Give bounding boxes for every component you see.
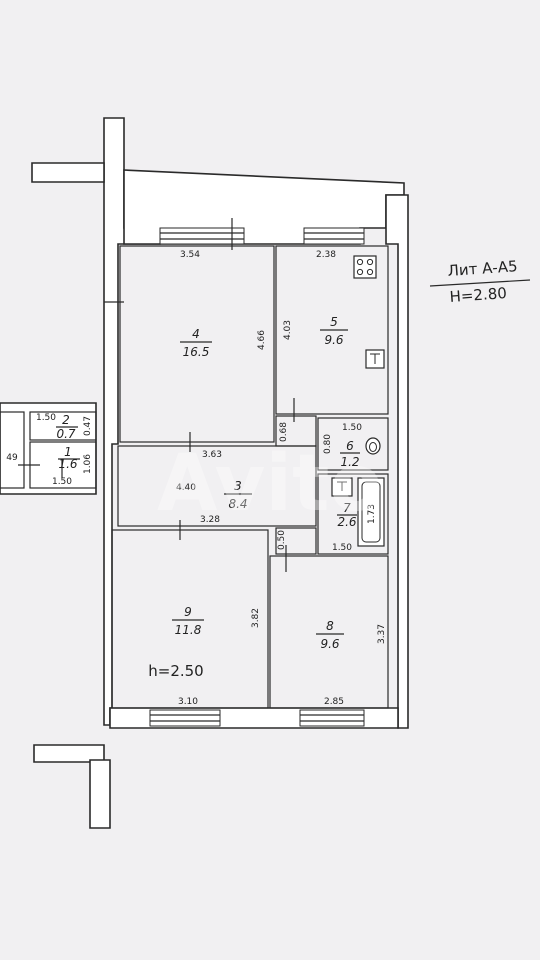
- dim-r7-width: 1.50: [332, 543, 352, 553]
- room-2-number: 2: [62, 413, 70, 427]
- room-1-area: 1.6: [58, 457, 77, 471]
- corridor-a: [275, 415, 317, 447]
- dim-r4-height: 4.66: [257, 330, 267, 350]
- dim-r3-bottom: 3.28: [200, 515, 220, 525]
- room-7-area: 2.6: [337, 515, 356, 529]
- dim-r6-width: 1.50: [342, 423, 362, 433]
- room-6-outline: [317, 417, 389, 471]
- left-lower-wall: [89, 759, 111, 829]
- left-top-stub: [31, 162, 105, 183]
- title-block: Лит А-А5 H=2.80: [429, 257, 531, 306]
- room-labels: 4 16.5 5 9.6 3 8.4 9 11.8 8 9.6 6 1.2 7 …: [56, 315, 360, 651]
- fixtures: [331, 255, 385, 547]
- right-wall: [385, 194, 409, 729]
- door-marks: [18, 218, 295, 572]
- dim-r3-top: 3.63: [202, 450, 222, 460]
- room-8-number: 8: [326, 619, 334, 633]
- dim-r8-bottom: 2.85: [324, 697, 344, 707]
- room-7-number: 7: [343, 501, 351, 515]
- dim-r2-height: 0.47: [83, 416, 93, 436]
- room-3-area: 8.4: [228, 497, 247, 511]
- toilet-icon: [365, 437, 381, 455]
- windows: [149, 227, 365, 727]
- watermark: Avito: [157, 439, 383, 529]
- dim-r5-height: 4.03: [283, 320, 293, 340]
- dim-r3-left: 4.40: [176, 483, 196, 493]
- dim-r5-width: 2.38: [316, 250, 336, 260]
- ceiling-height-note: h=2.50: [148, 662, 203, 680]
- room-9-number: 9: [184, 605, 192, 619]
- room-2-outline: [29, 411, 97, 441]
- dim-r7-height: 1.73: [367, 504, 377, 524]
- dimension-labels: 3.54 4.66 2.38 4.03 3.63 4.40 3.28 3.82 …: [6, 250, 387, 707]
- title-line-2: H=2.80: [449, 284, 507, 306]
- window-room-9: [149, 709, 221, 727]
- room-4-outline: [119, 245, 275, 443]
- room-3-number: 3: [234, 479, 242, 493]
- room-3-outline: [117, 445, 317, 527]
- window-room-8: [299, 709, 365, 727]
- room-6-area: 1.2: [340, 455, 359, 469]
- dim-r2-width: 1.50: [36, 413, 56, 423]
- room-1-number: 1: [64, 445, 72, 459]
- dim-left-fragment: 49: [6, 453, 18, 463]
- dim-r8-height: 3.37: [377, 624, 387, 644]
- left-room-fragment: [0, 411, 25, 489]
- dim-r6-height: 0.80: [323, 434, 333, 454]
- room-9-outline: [111, 529, 269, 709]
- dim-r1-height: 1.06: [83, 454, 93, 474]
- window-room-5: [303, 227, 365, 245]
- bathtub-icon: [357, 477, 385, 547]
- room-5-outline: [275, 245, 389, 415]
- partitions: [0, 245, 389, 709]
- room-8-area: 9.6: [320, 637, 339, 651]
- room-9-area: 11.8: [175, 623, 202, 637]
- washbasin-icon: [331, 477, 353, 497]
- room-6-number: 6: [346, 439, 354, 453]
- dim-r9-bottom: 3.10: [178, 697, 198, 707]
- room-8-outline: [269, 555, 389, 709]
- title-line-1: Лит А-А5: [447, 257, 518, 280]
- room-5-number: 5: [330, 315, 338, 329]
- dim-corridor-b: 0.50: [277, 530, 287, 550]
- room-2-area: 0.7: [56, 427, 75, 441]
- room-4-area: 16.5: [183, 345, 210, 359]
- sink-icon: [365, 349, 385, 369]
- dim-r9-height: 3.82: [251, 608, 261, 628]
- room-5-area: 9.6: [324, 333, 343, 347]
- room-4-number: 4: [192, 327, 200, 341]
- stove-icon: [353, 255, 377, 279]
- dim-r1-width: 1.50: [52, 477, 72, 487]
- window-room-4: [159, 227, 245, 245]
- dim-corridor-a: 0.68: [279, 422, 289, 442]
- dim-r4-width: 3.54: [180, 250, 200, 260]
- corridor-b: [275, 527, 317, 555]
- room-7-outline: [317, 473, 389, 555]
